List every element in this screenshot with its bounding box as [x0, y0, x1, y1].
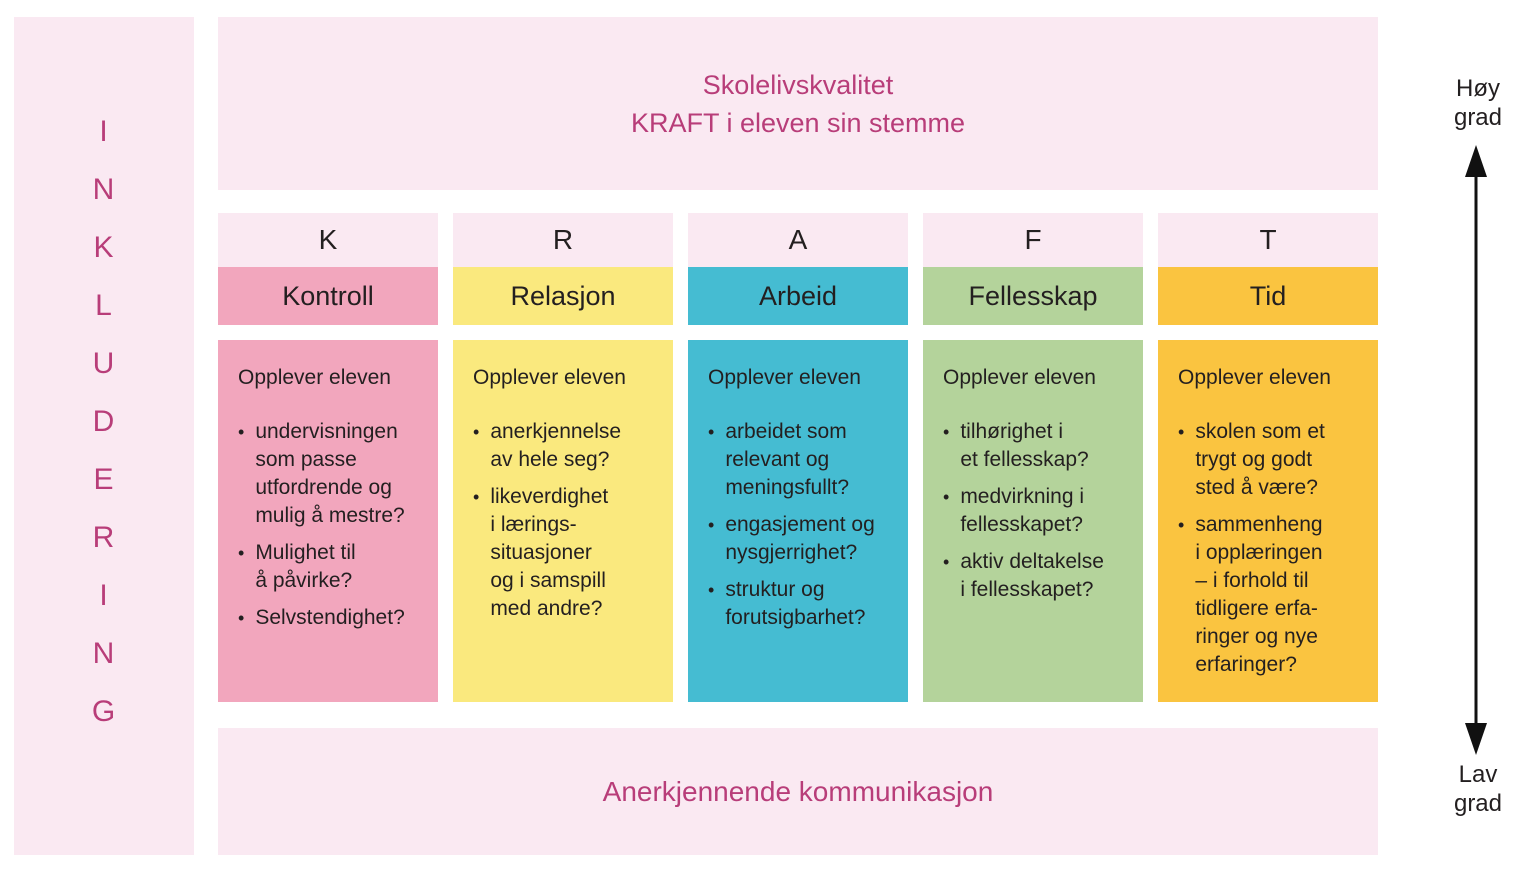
bullet-dot: •: [943, 422, 950, 442]
inkludering-letter: D: [92, 405, 116, 438]
kraft-column: A Arbeid Opplever eleven • arbeidet som r…: [688, 213, 908, 702]
bullet-dot: •: [473, 422, 480, 442]
bullet-text: skolen som et trygt og godt sted å være?: [1195, 420, 1325, 499]
bullet-list: •arbeidet som relevant og meningsfullt?•…: [708, 418, 898, 632]
column-body: Opplever eleven • arbeidet som relevant o…: [688, 340, 908, 702]
bullet-item: • arbeidet som relevant og meningsfullt?: [708, 418, 898, 502]
inkludering-letter: N: [92, 637, 116, 670]
bullet-dot: •: [238, 422, 245, 442]
inkludering-letter: U: [92, 347, 116, 380]
inkludering-letter: I: [99, 115, 109, 148]
bullet-item: • likeverdighet i lærings- situasjoner og…: [473, 483, 663, 623]
bullet-item: • anerkjennelse av hele seg?: [473, 418, 663, 474]
title-line-2: KRAFT i eleven sin stemme: [630, 107, 966, 138]
bullet-text: aktiv deltakelse i fellesskapet?: [960, 550, 1104, 601]
column-name: Kontroll: [218, 267, 438, 325]
bullet-list: • tilhørighet i et fellesskap? • medvirknin…: [943, 418, 1133, 604]
bullet-item: • undervisningen som passe utfordrende og…: [238, 418, 428, 530]
title-banner: Skolelivskvalitet KRAFT i eleven sin ste…: [218, 17, 1378, 190]
inkludering-letter: K: [93, 231, 115, 264]
bullet-list: • anerkjennelse av hele seg? • likeverdighe…: [473, 418, 663, 623]
bullet-list: • undervisningen som passe utfordrende og…: [238, 418, 428, 632]
degree-double-arrow-icon: [1465, 145, 1487, 755]
bullet-dot: •: [708, 422, 715, 442]
bullet-item: • Mulighet til å påvirke?: [238, 539, 428, 595]
bullet-dot: •: [1178, 422, 1185, 442]
inkludering-letter: I: [99, 579, 109, 612]
column-body: Opplever eleven • tilhørighet i et felles…: [923, 340, 1143, 702]
column-body: Opplever eleven • skolen som et trygt og …: [1158, 340, 1378, 702]
bullet-item: • Selvstendighet?: [238, 604, 428, 632]
bullet-text: engasjement og nysgjerrighet?: [725, 513, 875, 564]
bullet-text: tilhørighet i et fellesskap?: [960, 420, 1089, 471]
column-heading: Opplever eleven: [943, 366, 1096, 389]
column-letter: A: [688, 213, 908, 267]
inkludering-letter: N: [92, 173, 116, 206]
inkludering-letter: R: [92, 521, 116, 554]
column-heading: Opplever eleven: [473, 366, 626, 389]
column-name: Arbeid: [688, 267, 908, 325]
bullet-item: • tilhørighet i et fellesskap?: [943, 418, 1133, 474]
bullet-text: arbeidet som relevant og meningsfullt?: [725, 420, 850, 499]
bottom-banner: Anerkjennende kommunikasjon: [218, 728, 1378, 855]
bullet-dot: •: [708, 580, 715, 600]
bullet-text: likeverdighet i lærings- situasjoner og …: [490, 485, 609, 620]
bullet-dot: •: [1178, 515, 1185, 535]
bullet-item: • engasjement og nysgjerrighet?: [708, 511, 898, 567]
bullet-dot: •: [708, 515, 715, 535]
inkludering-letter: E: [93, 463, 115, 496]
kraft-columns: K Kontroll Opplever eleven • undervisning…: [218, 213, 1378, 702]
column-heading: Opplever eleven: [238, 366, 391, 389]
title-line-1: Skolelivskvalitet: [702, 69, 894, 100]
bullet-text: medvirkning i fellesskapet?: [960, 485, 1085, 536]
bullet-item: • sammenheng i opplæringen – i forhold ti…: [1178, 511, 1368, 679]
column-name: Fellesskap: [923, 267, 1143, 325]
column-letter: T: [1158, 213, 1378, 267]
bullet-dot: •: [238, 608, 245, 628]
bottom-banner-text: Anerkjennende kommunikasjon: [602, 775, 994, 807]
column-name: Tid: [1158, 267, 1378, 325]
column-body: Opplever eleven • undervisningen som pass…: [218, 340, 438, 702]
column-body: Opplever eleven • anerkjennelse av hele s…: [453, 340, 673, 702]
column-heading: Opplever eleven: [708, 366, 861, 389]
axis-label-low: Lav grad: [1453, 761, 1503, 817]
main-panel: Skolelivskvalitet KRAFT i eleven sin ste…: [218, 17, 1378, 855]
kraft-column: F Fellesskap Opplever eleven • tilhørighe…: [923, 213, 1143, 702]
bullet-text: struktur og forutsigbarhet?: [725, 578, 866, 629]
bullet-item: • aktiv deltakelse i fellesskapet?: [943, 548, 1133, 604]
axis-label-high: Høy grad: [1453, 75, 1503, 131]
inkludering-letter: L: [95, 289, 113, 322]
bullet-dot: •: [943, 552, 950, 572]
column-name: Relasjon: [453, 267, 673, 325]
bullet-text: undervisningen som passe utfordrende og …: [255, 420, 405, 527]
bullet-item: • medvirkning i fellesskapet?: [943, 483, 1133, 539]
column-heading: Opplever eleven: [1178, 366, 1331, 389]
bullet-text: anerkjennelse av hele seg?: [490, 420, 622, 471]
bullet-list: • skolen som et trygt og godt sted å være…: [1178, 418, 1368, 679]
bullet-text: sammenheng i opplæringen – i forhold til…: [1195, 513, 1323, 676]
kraft-column: T Tid Opplever eleven • skolen som et try…: [1158, 213, 1378, 702]
column-letter: R: [453, 213, 673, 267]
bullet-item: • skolen som et trygt og godt sted å være…: [1178, 418, 1368, 502]
bullet-dot: •: [238, 543, 245, 563]
bullet-text: Selvstendighet?: [255, 606, 405, 629]
kraft-column: K Kontroll Opplever eleven • undervisning…: [218, 213, 438, 702]
column-letter: K: [218, 213, 438, 267]
bullet-text: Mulighet til å påvirke?: [255, 541, 356, 592]
bullet-item: • struktur og forutsigbarhet?: [708, 576, 898, 632]
column-letter: F: [923, 213, 1143, 267]
bullet-dot: •: [943, 487, 950, 507]
kraft-column: R Relasjon Opplever eleven • anerkjennels…: [453, 213, 673, 702]
inkludering-letter: G: [91, 695, 117, 728]
bullet-dot: •: [473, 487, 480, 507]
